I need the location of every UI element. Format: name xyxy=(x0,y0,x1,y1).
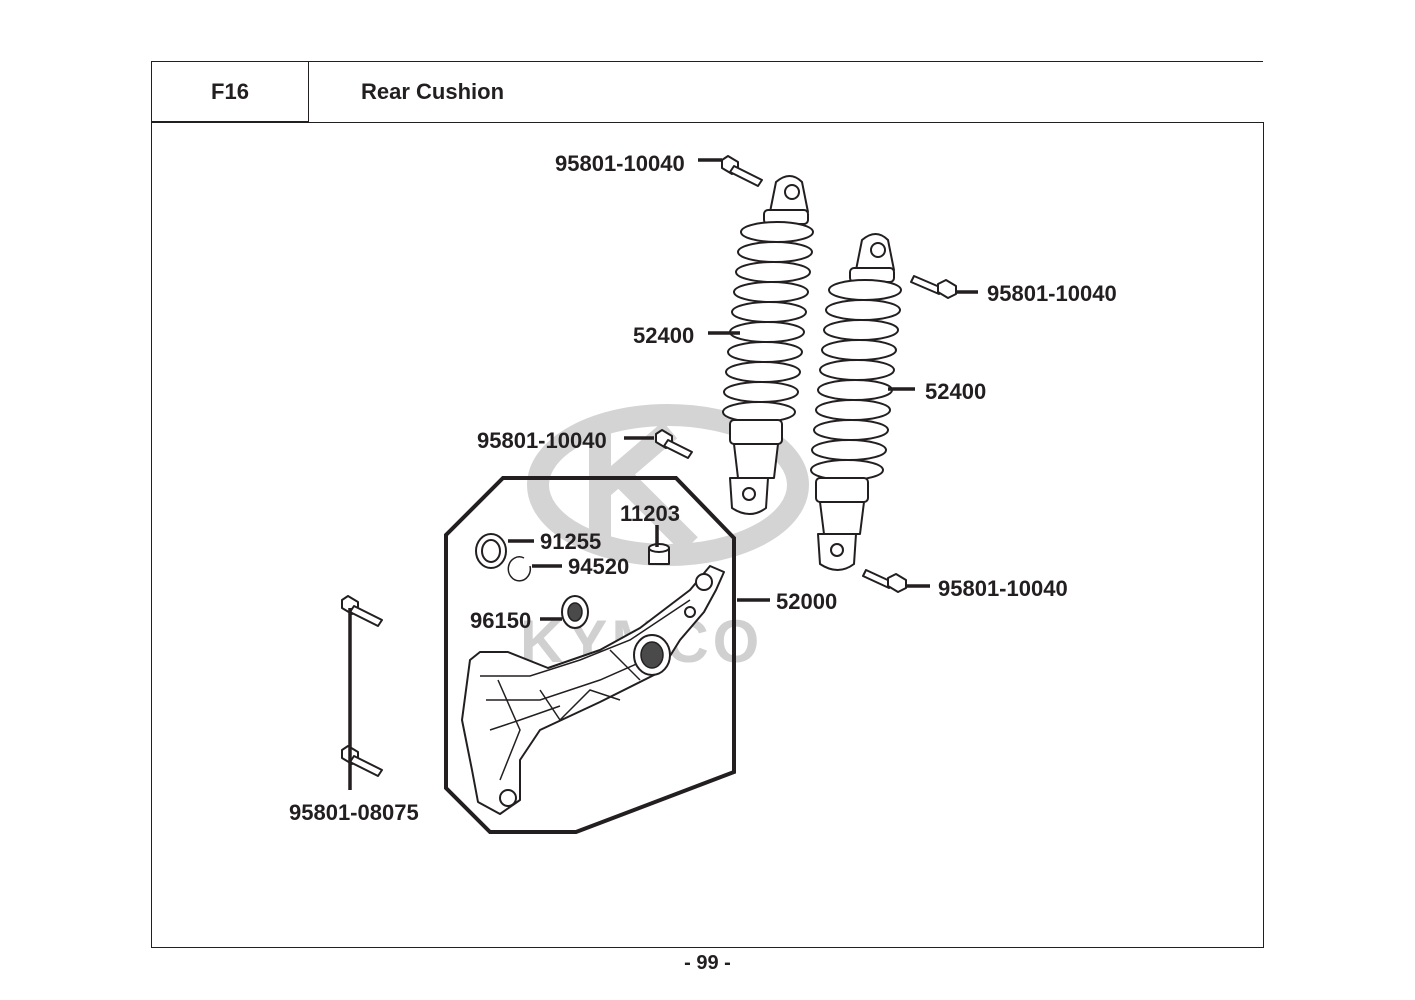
bearing-icon xyxy=(561,595,589,629)
page-number: - 99 - xyxy=(684,952,731,974)
part-label-11203: 11203 xyxy=(620,501,680,526)
diagram-frame xyxy=(151,122,1264,948)
assembly-group-outline xyxy=(444,476,736,834)
part-label-94520: 94520 xyxy=(568,554,629,579)
cushion-bracket xyxy=(461,565,725,815)
bolt-mid-left-icon xyxy=(655,429,693,459)
figure-title: Rear Cushion xyxy=(309,61,1263,122)
figure-code: F16 xyxy=(151,61,309,122)
bolt-top-right-icon xyxy=(910,275,957,299)
bolt-lower-right-icon xyxy=(862,569,907,593)
bolt-top-left-icon xyxy=(721,155,763,187)
part-label-52000: 52000 xyxy=(776,589,837,614)
rear-cushion-left xyxy=(722,175,814,515)
rear-cushion-right xyxy=(810,233,902,571)
part-label-52400-right: 52400 xyxy=(925,379,986,404)
bracket-bolts-icon xyxy=(341,595,383,777)
part-label-96150: 96150 xyxy=(470,608,531,633)
part-label-95801-10040-mid-left: 95801-10040 xyxy=(477,428,607,453)
part-label-95801-08075: 95801-08075 xyxy=(289,800,419,825)
oil-seal-icon xyxy=(475,533,507,569)
part-label-95801-10040-top-right: 95801-10040 xyxy=(987,281,1117,306)
circlip-icon xyxy=(507,556,532,582)
part-label-95801-10040-lower-right: 95801-10040 xyxy=(938,576,1068,601)
part-label-52400-left: 52400 xyxy=(633,323,694,348)
part-label-91255: 91255 xyxy=(540,529,601,554)
collar-icon xyxy=(648,543,670,565)
part-label-95801-10040-top-left: 95801-10040 xyxy=(555,151,685,176)
